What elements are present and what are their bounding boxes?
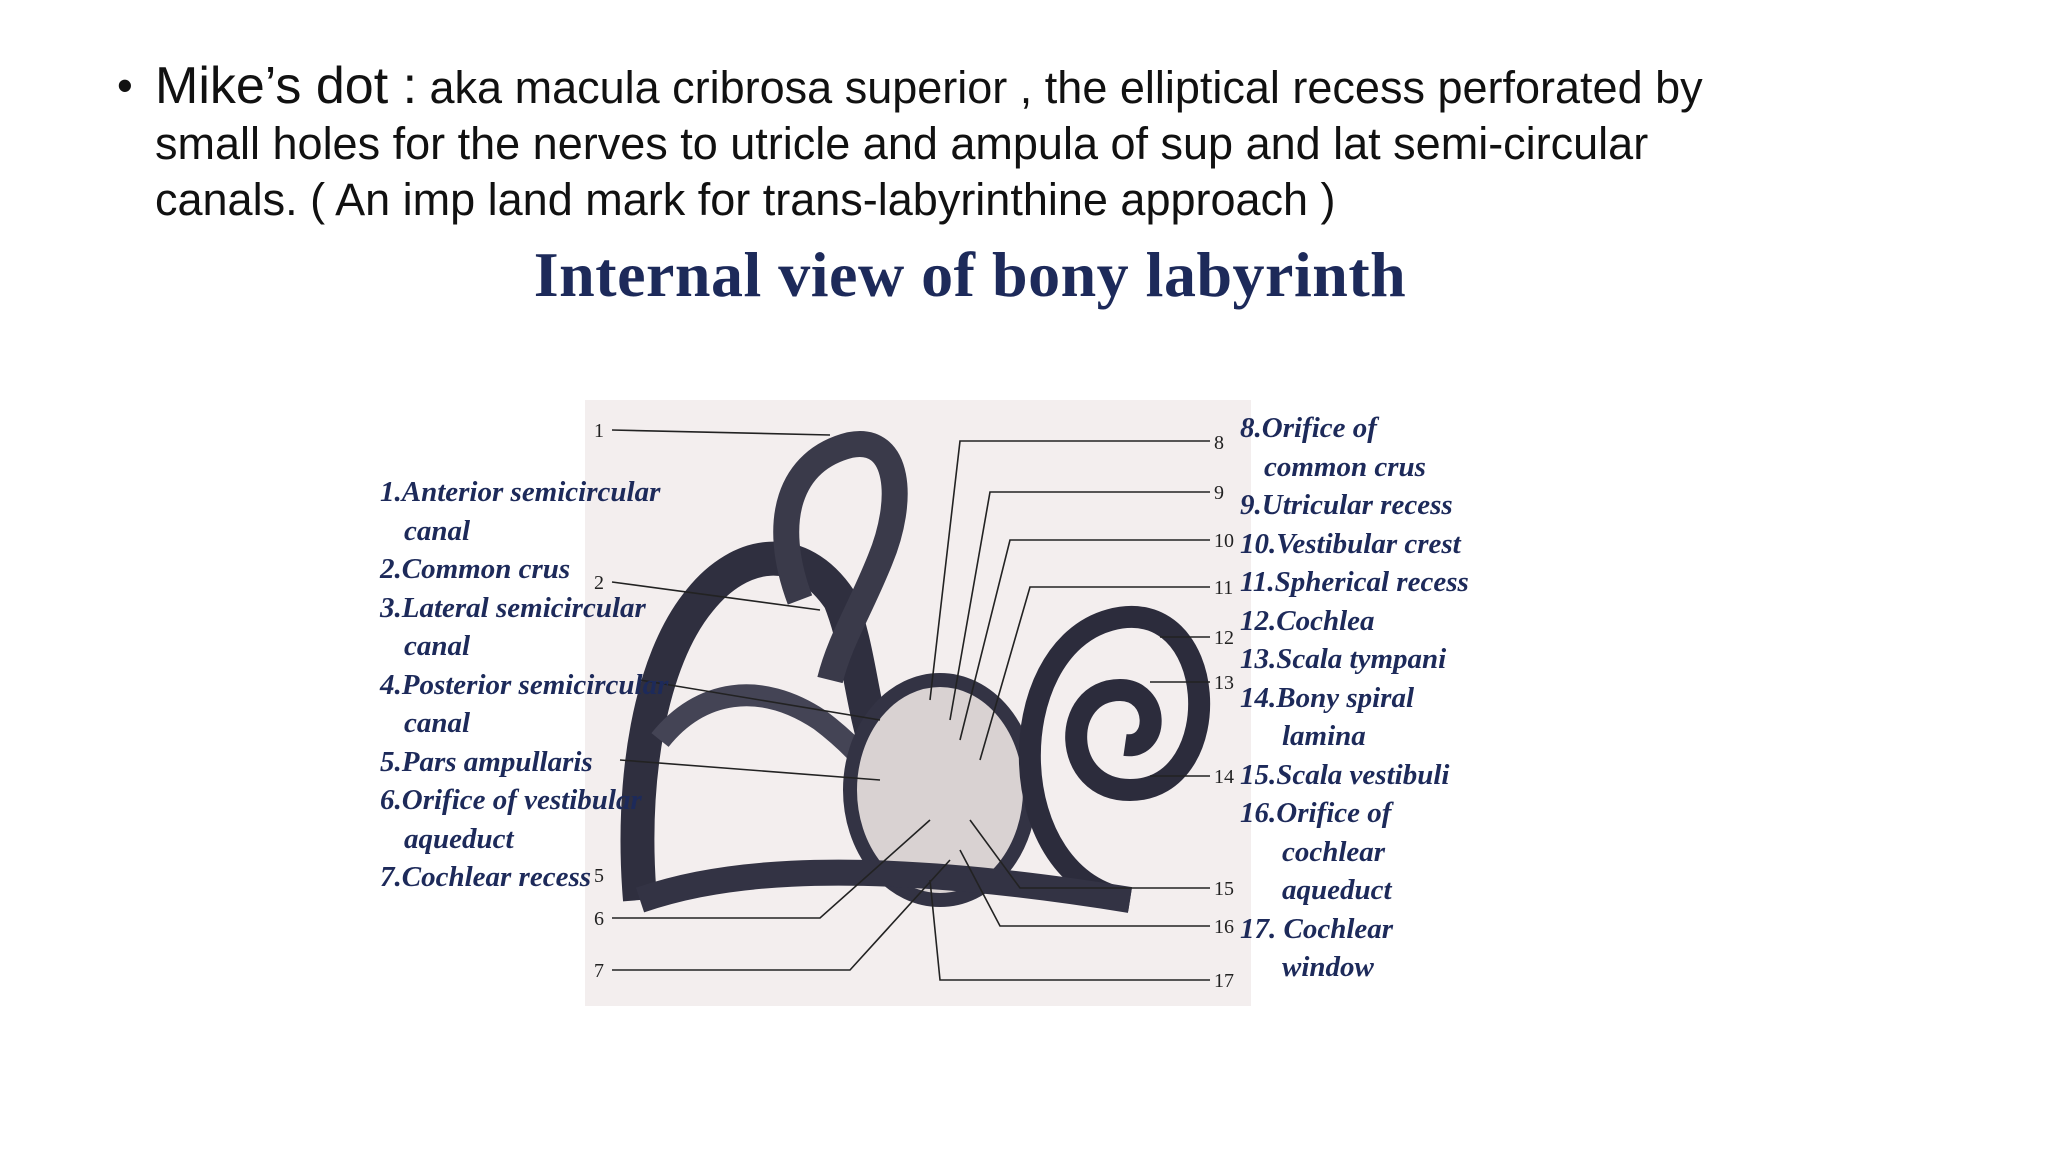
callout-13: 13 xyxy=(1214,672,1234,694)
label-lateral-semicircular-canal: 3.Lateral semicircular xyxy=(380,591,646,624)
label-orifice-vestibular-aqueduct: 6.Orifice of vestibular xyxy=(380,784,642,816)
label-lateral-semicircular-canal-cont: canal xyxy=(404,630,471,662)
bullet-line-3: canals. ( An imp land mark for trans-lab… xyxy=(155,174,1336,225)
bullet-desc-1: aka macula cribrosa superior , the ellip… xyxy=(417,62,1703,113)
label-orifice-common-crus-cont: common crus xyxy=(1264,450,1426,483)
callout-2: 2 xyxy=(594,572,604,594)
leader-line-5 xyxy=(619,759,881,781)
leader-line-1 xyxy=(611,429,831,436)
label-cochlear-window: 17. Cochlear xyxy=(1240,912,1394,945)
label-scala-tympani: 13.Scala tympani xyxy=(1240,643,1447,675)
label-spherical-recess: 11.Spherical recess xyxy=(1240,566,1469,598)
left-label-list: 1.Anterior semicircular canal 2.Common c… xyxy=(380,473,668,897)
callout-5: 5 xyxy=(594,865,604,887)
label-bony-spiral-lamina-cont: lamina xyxy=(1282,720,1366,752)
leader-line-8 xyxy=(929,440,1210,701)
bullet-line-1: • Mike’s dot : aka macula cribrosa super… xyxy=(117,57,1975,116)
label-vestibular-crest: 10.Vestibular crest xyxy=(1240,527,1461,560)
leader-line-11 xyxy=(979,586,1210,761)
callout-17: 17 xyxy=(1214,970,1234,992)
label-orifice-cochlear-aqueduct: 16.Orifice of xyxy=(1240,797,1392,829)
callout-10: 10 xyxy=(1214,530,1234,552)
right-label-list: 8.Orifice of common crus 9.Utricular rec… xyxy=(1240,409,1469,987)
label-utricular-recess: 9.Utricular recess xyxy=(1240,489,1453,521)
label-scala-vestibuli: 15.Scala vestibuli xyxy=(1240,758,1450,791)
callout-16: 16 xyxy=(1214,916,1234,938)
label-common-crus: 2.Common crus xyxy=(380,553,571,585)
label-anterior-semicircular-canal: 1.Anterior semicircular xyxy=(380,476,661,508)
label-posterior-semicircular-canal-cont: canal xyxy=(404,707,471,739)
diagram-title: Internal view of bony labyrinth xyxy=(533,239,1407,310)
label-orifice-common-crus: 8.Orifice of xyxy=(1240,412,1377,444)
label-cochlear-recess: 7.Cochlear recess xyxy=(380,861,592,893)
label-posterior-semicircular-canal: 4.Posterior semicircular xyxy=(380,668,669,701)
callout-14: 14 xyxy=(1214,766,1234,788)
callout-15: 15 xyxy=(1214,878,1234,900)
callout-12: 12 xyxy=(1214,627,1234,649)
bullet-term: Mike’s dot : xyxy=(155,57,418,115)
bullet-block: • Mike’s dot : aka macula cribrosa super… xyxy=(117,57,1975,228)
leader-line-17 xyxy=(929,879,1210,981)
leader-line-2 xyxy=(611,581,821,611)
label-anterior-semicircular-canal-cont: canal xyxy=(404,514,471,547)
leader-line-4 xyxy=(639,679,881,721)
callout-1: 1 xyxy=(594,420,604,442)
leader-line-6 xyxy=(612,819,931,919)
label-pars-ampullaris: 5.Pars ampullaris xyxy=(380,745,593,778)
label-cochlea: 12.Cochlea xyxy=(1240,604,1375,637)
base-shape xyxy=(635,859,1133,913)
label-cochlear-window-cont: window xyxy=(1282,951,1374,983)
cochlea-spiral-shape xyxy=(1019,606,1211,911)
label-orifice-cochlear-aqueduct-cont-1: cochlear xyxy=(1282,835,1386,868)
leader-line-9 xyxy=(949,491,1210,721)
leader-line-10 xyxy=(959,539,1210,741)
label-orifice-vestibular-aqueduct-cont: aqueduct xyxy=(404,822,514,855)
lateral-canal-shape xyxy=(620,541,897,902)
callout-9: 9 xyxy=(1214,482,1224,504)
label-orifice-cochlear-aqueduct-cont-2: aqueduct xyxy=(1282,874,1392,906)
leader-line-15 xyxy=(969,819,1210,889)
label-bony-spiral-lamina: 14.Bony spiral xyxy=(1240,681,1415,714)
callout-8: 8 xyxy=(1214,432,1224,454)
callout-7: 7 xyxy=(594,960,604,982)
callout-6: 6 xyxy=(594,908,604,930)
bullet-line-2: small holes for the nerves to utricle an… xyxy=(155,118,1649,169)
anterior-canal-shape xyxy=(773,431,908,684)
callout-11: 11 xyxy=(1214,577,1233,599)
leader-line-7 xyxy=(612,859,951,971)
bullet-dot: • xyxy=(117,60,133,111)
leader-line-16 xyxy=(959,849,1210,927)
